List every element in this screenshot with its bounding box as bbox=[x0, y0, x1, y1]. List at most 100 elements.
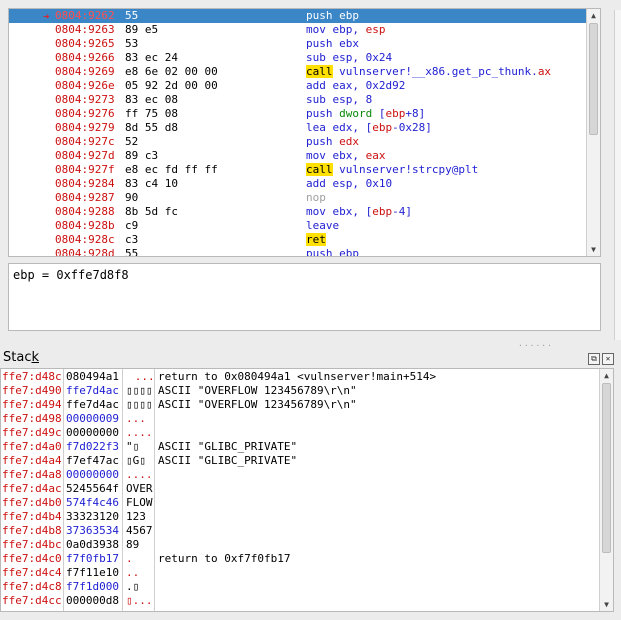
scroll-down-arrow-icon[interactable]: ▼ bbox=[591, 245, 596, 254]
stack-address: ffe7:d4b8 bbox=[2, 524, 62, 537]
instruction-address: 0804:9287 bbox=[55, 191, 115, 204]
stack-address: ffe7:d4a8 bbox=[2, 468, 62, 481]
float-pane-icon[interactable]: ⧉ bbox=[588, 353, 600, 365]
scrollbar-thumb[interactable] bbox=[589, 23, 598, 135]
column-separator bbox=[63, 369, 64, 611]
stack-title-accel: k bbox=[31, 350, 39, 365]
splitter-grip-icon[interactable]: ······ bbox=[518, 341, 553, 350]
stack-value: 00000000 bbox=[66, 426, 119, 439]
instruction-bytes: 83 ec 24 bbox=[125, 51, 178, 64]
asm-token: -0x28] bbox=[392, 121, 432, 134]
scroll-down-arrow-icon[interactable]: ▼ bbox=[604, 600, 609, 609]
stack-value: 000000d8 bbox=[66, 594, 119, 607]
close-pane-icon[interactable]: ✕ bbox=[602, 353, 614, 365]
stack-address: ffe7:d4c0 bbox=[2, 552, 62, 565]
stack-ascii: ▯G▯ bbox=[126, 454, 146, 467]
stack-value: f7f11e10 bbox=[66, 566, 119, 579]
adjacent-pane-edge bbox=[614, 10, 621, 340]
scroll-up-arrow-icon[interactable]: ▲ bbox=[591, 11, 596, 20]
stack-ascii: 123 bbox=[126, 510, 146, 523]
asm-token: esp bbox=[365, 23, 386, 36]
instruction-address: 0804:9288 bbox=[55, 205, 115, 218]
stack-address: ffe7:d48c bbox=[2, 370, 62, 383]
instruction-mnemonic: nop bbox=[306, 191, 326, 205]
stack-title-text: Stac bbox=[3, 350, 32, 365]
asm-token: ebp bbox=[372, 205, 393, 218]
column-separator bbox=[122, 369, 123, 611]
stack-ascii: 89 bbox=[126, 538, 140, 551]
instruction-address: 0804:9263 bbox=[55, 23, 115, 36]
instruction-address: 0804:928d bbox=[55, 247, 115, 257]
stack-value: ffe7d4ac bbox=[66, 384, 119, 397]
stack-ascii: .▯ bbox=[126, 580, 140, 593]
instruction-mnemonic: push dword [ebp+8] bbox=[306, 107, 425, 121]
scrollbar-thumb[interactable] bbox=[602, 383, 611, 553]
instruction-bytes: 53 bbox=[125, 37, 139, 50]
instruction-bytes: 05 92 2d 00 00 bbox=[125, 79, 218, 92]
instruction-mnemonic: push ebx bbox=[306, 37, 359, 51]
stack-ascii: .. bbox=[126, 566, 140, 579]
stack-address: ffe7:d4b4 bbox=[2, 510, 62, 523]
instruction-bytes: 83 c4 10 bbox=[125, 177, 178, 190]
stack-ascii: ▯▯▯▯ bbox=[126, 398, 153, 411]
stack-address: ffe7:d4cc bbox=[2, 594, 62, 607]
instruction-bytes: 8b 5d fc bbox=[125, 205, 178, 218]
disassembly-scrollbar[interactable]: ▲ ▼ bbox=[586, 9, 600, 256]
asm-token: push ebx bbox=[306, 37, 359, 50]
instruction-mnemonic: call vulnserver!__x86.get_pc_thunk.ax bbox=[306, 65, 551, 79]
instruction-address: 0804:928b bbox=[55, 219, 115, 232]
stack-address: ffe7:d4a0 bbox=[2, 440, 62, 453]
stack-value: 574f4c46 bbox=[66, 496, 119, 509]
stack-address: ffe7:d49c bbox=[2, 426, 62, 439]
scroll-up-arrow-icon[interactable]: ▲ bbox=[604, 371, 609, 380]
instruction-bytes: 55 bbox=[125, 247, 139, 257]
instruction-bytes: 8d 55 d8 bbox=[125, 121, 178, 134]
stack-address: ffe7:d4ac bbox=[2, 482, 62, 495]
stack-pane-title: Stack bbox=[3, 350, 39, 365]
stack-address: ffe7:d498 bbox=[2, 412, 62, 425]
stack-ascii: ... bbox=[126, 412, 146, 425]
stack-address: ffe7:d494 bbox=[2, 398, 62, 411]
stack-comment: ASCII "OVERFLOW 123456789\r\n" bbox=[158, 384, 357, 397]
instruction-bytes: ff 75 08 bbox=[125, 107, 178, 120]
column-separator bbox=[154, 369, 155, 611]
stack-scrollbar[interactable]: ▲ ▼ bbox=[599, 369, 613, 611]
